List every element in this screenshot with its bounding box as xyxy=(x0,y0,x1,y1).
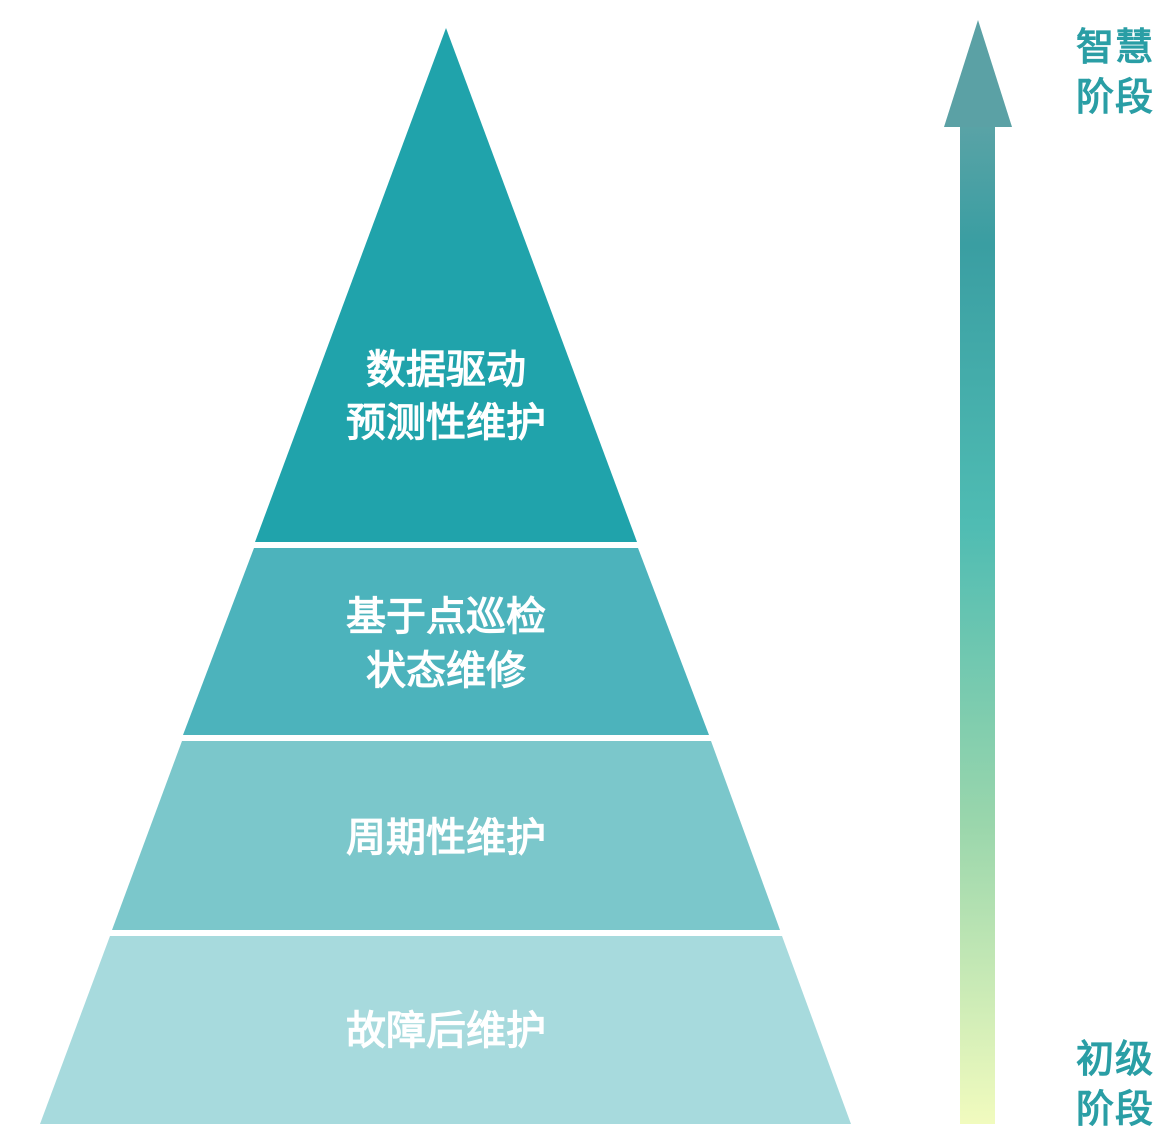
stage-label-wisdom: 智慧 阶段 xyxy=(1076,22,1154,122)
tier-shape-periodic xyxy=(112,741,780,930)
tier-label-predictive-line2: 预测性维护 xyxy=(346,399,546,446)
pyramid-tier-second: 基于点巡检 状态维修 xyxy=(183,548,709,735)
stage-label-wisdom-line1: 智慧 xyxy=(1076,24,1155,69)
pyramid-tier-third: 周期性维护 xyxy=(112,741,780,930)
stage-label-wisdom-line2: 阶段 xyxy=(1076,74,1155,119)
tier-label-breakdown: 故障后维护 xyxy=(346,1007,546,1054)
tier-label-periodic: 周期性维护 xyxy=(346,814,546,861)
tier-label-condition-line2: 状态维修 xyxy=(366,647,527,694)
stage-label-initial-line1: 初级 xyxy=(1076,1036,1155,1081)
tier-label-condition-line1: 基于点巡检 xyxy=(346,593,546,640)
stage-label-initial: 初级 阶段 xyxy=(1076,1034,1154,1134)
tier-shape-breakdown xyxy=(40,936,851,1124)
tier-shape-predictive xyxy=(255,28,637,542)
progression-arrow xyxy=(944,20,1012,1124)
stage-label-initial-line2: 阶段 xyxy=(1076,1086,1155,1131)
tier-shape-condition-based xyxy=(183,548,709,735)
arrow-head xyxy=(944,20,1012,127)
tier-label-predictive-line1: 数据驱动 xyxy=(366,346,526,393)
pyramid-tier-top: 数据驱动 预测性维护 xyxy=(255,28,637,542)
pyramid-tier-base: 故障后维护 xyxy=(40,936,851,1124)
arrow-shaft xyxy=(960,124,995,1124)
pyramid: 数据驱动 预测性维护 基于点巡检 状态维修 周期性维护 故障后维护 xyxy=(40,28,851,1124)
